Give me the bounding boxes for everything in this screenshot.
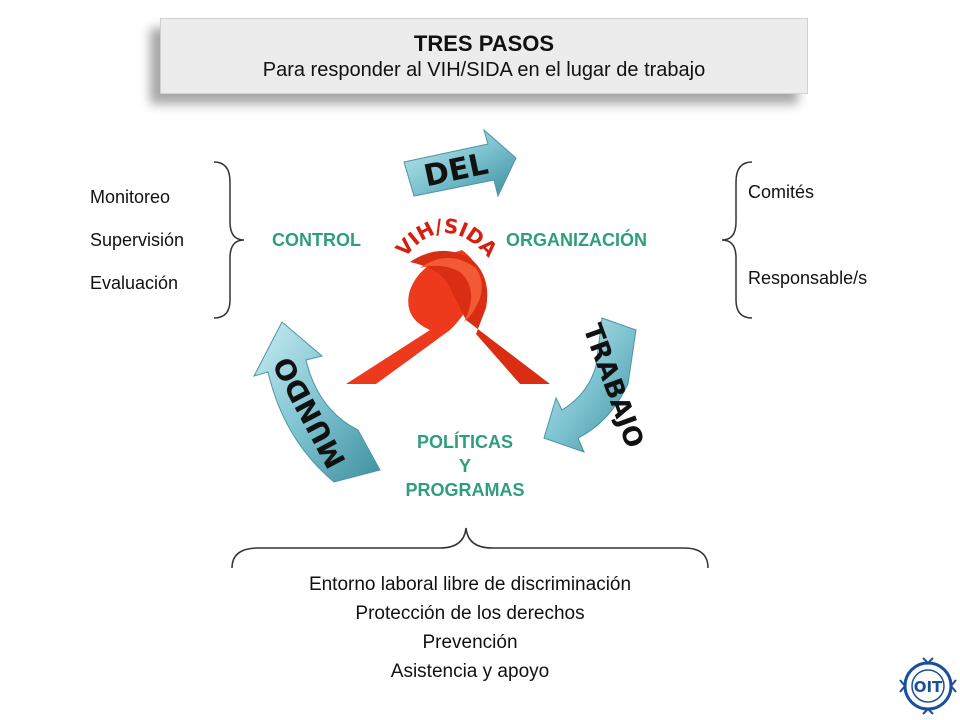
label-y: Y (458, 456, 471, 476)
left-list-item: Supervisión (90, 230, 185, 250)
right-bracket (721, 161, 753, 319)
title-box: TRES PASOS Para responder al VIH/SIDA en… (160, 18, 808, 94)
title-heading: TRES PASOS (413, 31, 555, 56)
label-control: CONTROL (272, 230, 361, 250)
oit-logo: OIT (899, 657, 957, 715)
bottom-list: Entorno laboral libre de discriminación … (210, 570, 730, 686)
arrow-word-del: DEL (421, 147, 491, 195)
bottom-brace (231, 527, 709, 569)
bottom-list-item: Prevención (422, 632, 518, 653)
arrow-del: DEL (403, 128, 517, 198)
right-list-item: Comités (748, 182, 815, 202)
right-list-item: Responsable/s (748, 268, 868, 288)
left-list-item: Evaluación (90, 273, 179, 293)
logo-text: OIT (914, 678, 943, 696)
aids-ribbon (346, 250, 550, 384)
bottom-list-item: Asistencia y apoyo (390, 661, 550, 682)
arrow-mundo: MUNDO (253, 321, 381, 483)
label-politicas-programas: POLÍTICAS Y PROGRAMAS (370, 430, 560, 502)
label-programas: PROGRAMAS (405, 480, 525, 500)
label-organizacion: ORGANIZACIÓN (506, 230, 647, 250)
left-list-item: Monitoreo (90, 187, 171, 207)
label-politicas: POLÍTICAS (416, 432, 513, 452)
bottom-list-item: Protección de los derechos (355, 603, 585, 624)
title-subheading: Para responder al VIH/SIDA en el lugar d… (262, 59, 706, 81)
left-bracket (213, 161, 245, 319)
bottom-list-item: Entorno laboral libre de discriminación (308, 574, 632, 595)
